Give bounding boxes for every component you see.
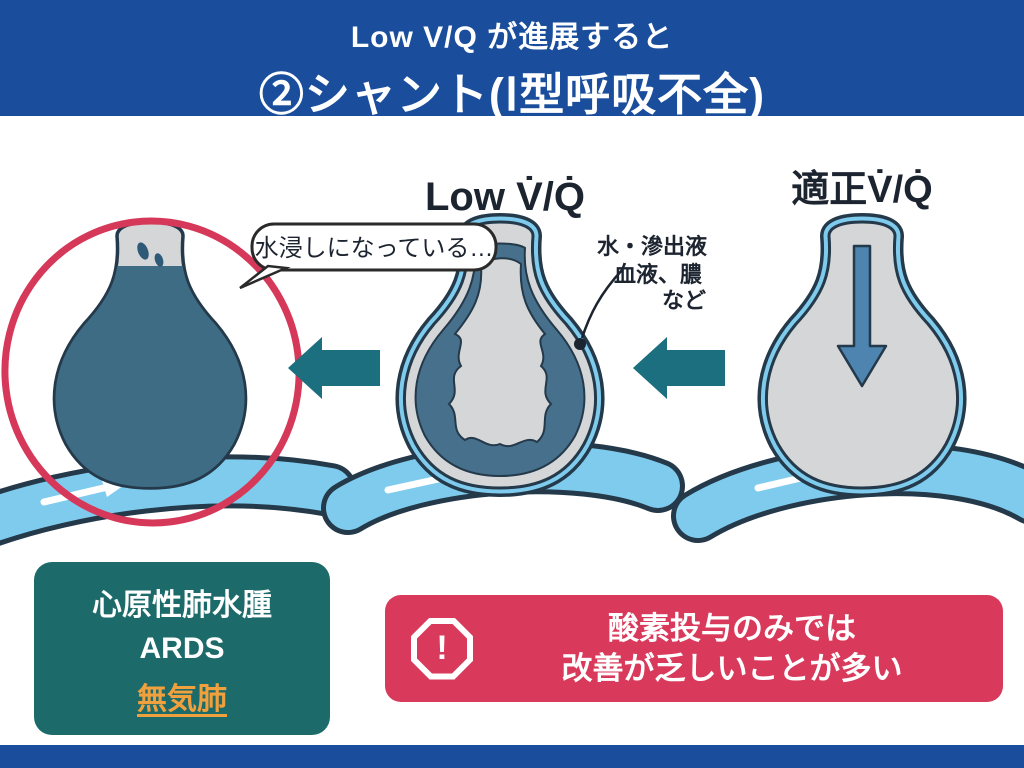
cause-cardiogenic-edema: 心原性肺水腫	[92, 588, 272, 622]
alveoli-diagram: Low V̇/Q̇ 適正V̇/Q̇ 水浸しになっている… 水・滲出液 血液、膿 …	[0, 169, 1024, 546]
fluid-annotation: 水・滲出液 血液、膿 など	[574, 234, 707, 350]
droplet-icon	[154, 253, 164, 267]
cause-ards: ARDS	[139, 631, 225, 665]
progression-arrow-left	[288, 337, 380, 399]
progression-arrow-right	[633, 337, 725, 399]
title-line1: Low V/Q が進展すると	[350, 21, 674, 54]
low-vq-label: Low V̇/Q̇	[425, 174, 585, 219]
low-vq-alveolus	[404, 222, 595, 488]
cause-atelectasis-link[interactable]: 無気肺	[137, 682, 227, 716]
blood-flow-arrow	[40, 482, 116, 506]
warning-box: ! 酸素投与のみでは 改善が乏しいことが多い	[385, 595, 1003, 702]
normal-alveolus	[766, 222, 957, 488]
highlight-circle	[1, 217, 303, 527]
droplet-icon	[137, 242, 149, 260]
svg-text:など: など	[662, 288, 706, 313]
footer-bar	[0, 745, 1024, 768]
annotation-pointer-line	[580, 269, 623, 339]
annotation-dot	[574, 338, 586, 350]
shunt-alveolus	[52, 220, 248, 490]
fluid-lining	[414, 242, 586, 478]
svg-text:水・滲出液: 水・滲出液	[597, 234, 707, 259]
warning-text: 酸素投与のみでは 改善が乏しいことが多い	[561, 610, 903, 686]
causes-box: 心原性肺水腫 ARDS 無気肺	[34, 562, 330, 735]
normal-vq-label: 適正V̇/Q̇	[791, 169, 932, 211]
speech-bubble-text: 水浸しになっている…	[255, 235, 494, 262]
ventilation-arrow-icon	[836, 244, 888, 388]
exclamation-icon: !	[411, 617, 473, 680]
title-line2: ②シャント(Ⅰ型呼吸不全)	[258, 69, 766, 120]
speech-bubble: 水浸しになっている…	[239, 222, 498, 290]
svg-text:血液、膿: 血液、膿	[614, 262, 703, 287]
title-banner: Low V/Q が進展すると ②シャント(Ⅰ型呼吸不全)	[0, 0, 1024, 120]
